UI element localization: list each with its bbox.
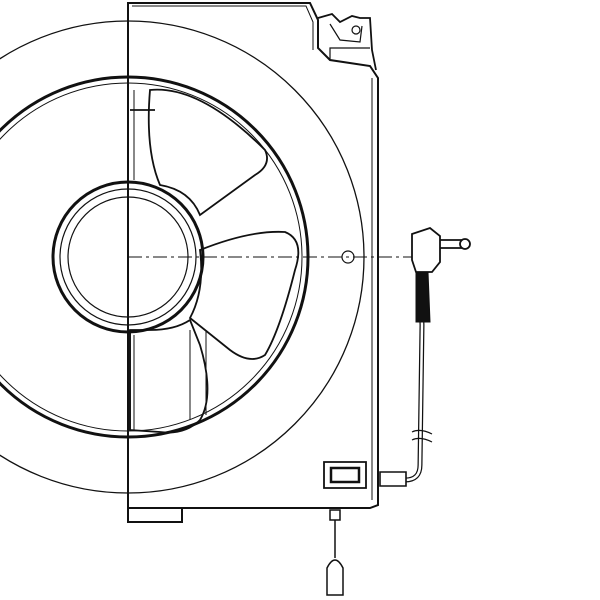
power-cord bbox=[380, 270, 432, 486]
center-mark bbox=[342, 251, 354, 263]
fan-housing bbox=[128, 3, 378, 522]
pull-chain bbox=[327, 510, 343, 595]
fan-blades bbox=[130, 90, 298, 433]
mounting-bracket bbox=[318, 14, 376, 70]
guard-struts bbox=[134, 90, 206, 430]
power-plug-icon bbox=[412, 228, 470, 272]
pull-switch-box bbox=[324, 462, 366, 488]
